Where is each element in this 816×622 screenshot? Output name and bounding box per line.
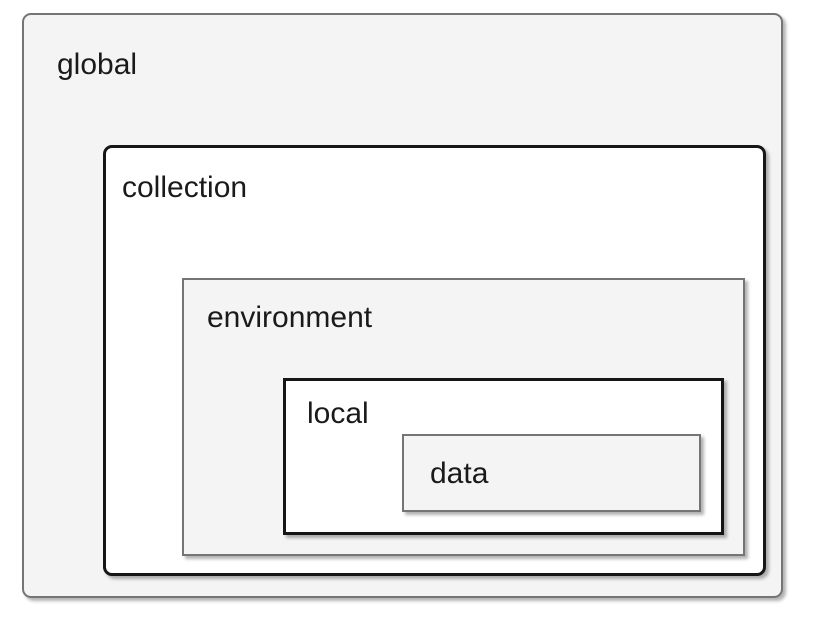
scope-box-data: data [402, 434, 701, 512]
scope-label-collection: collection [122, 171, 248, 204]
scope-label-local: local [307, 397, 369, 430]
scope-box-global: global collection environment local data [22, 13, 783, 598]
scope-box-environment: environment local data [182, 278, 745, 556]
scope-label-global: global [57, 48, 138, 81]
scope-label-environment: environment [207, 301, 373, 334]
scope-label-data: data [430, 457, 489, 490]
scope-box-collection: collection environment local data [103, 145, 766, 576]
scope-box-local: local data [283, 378, 724, 535]
